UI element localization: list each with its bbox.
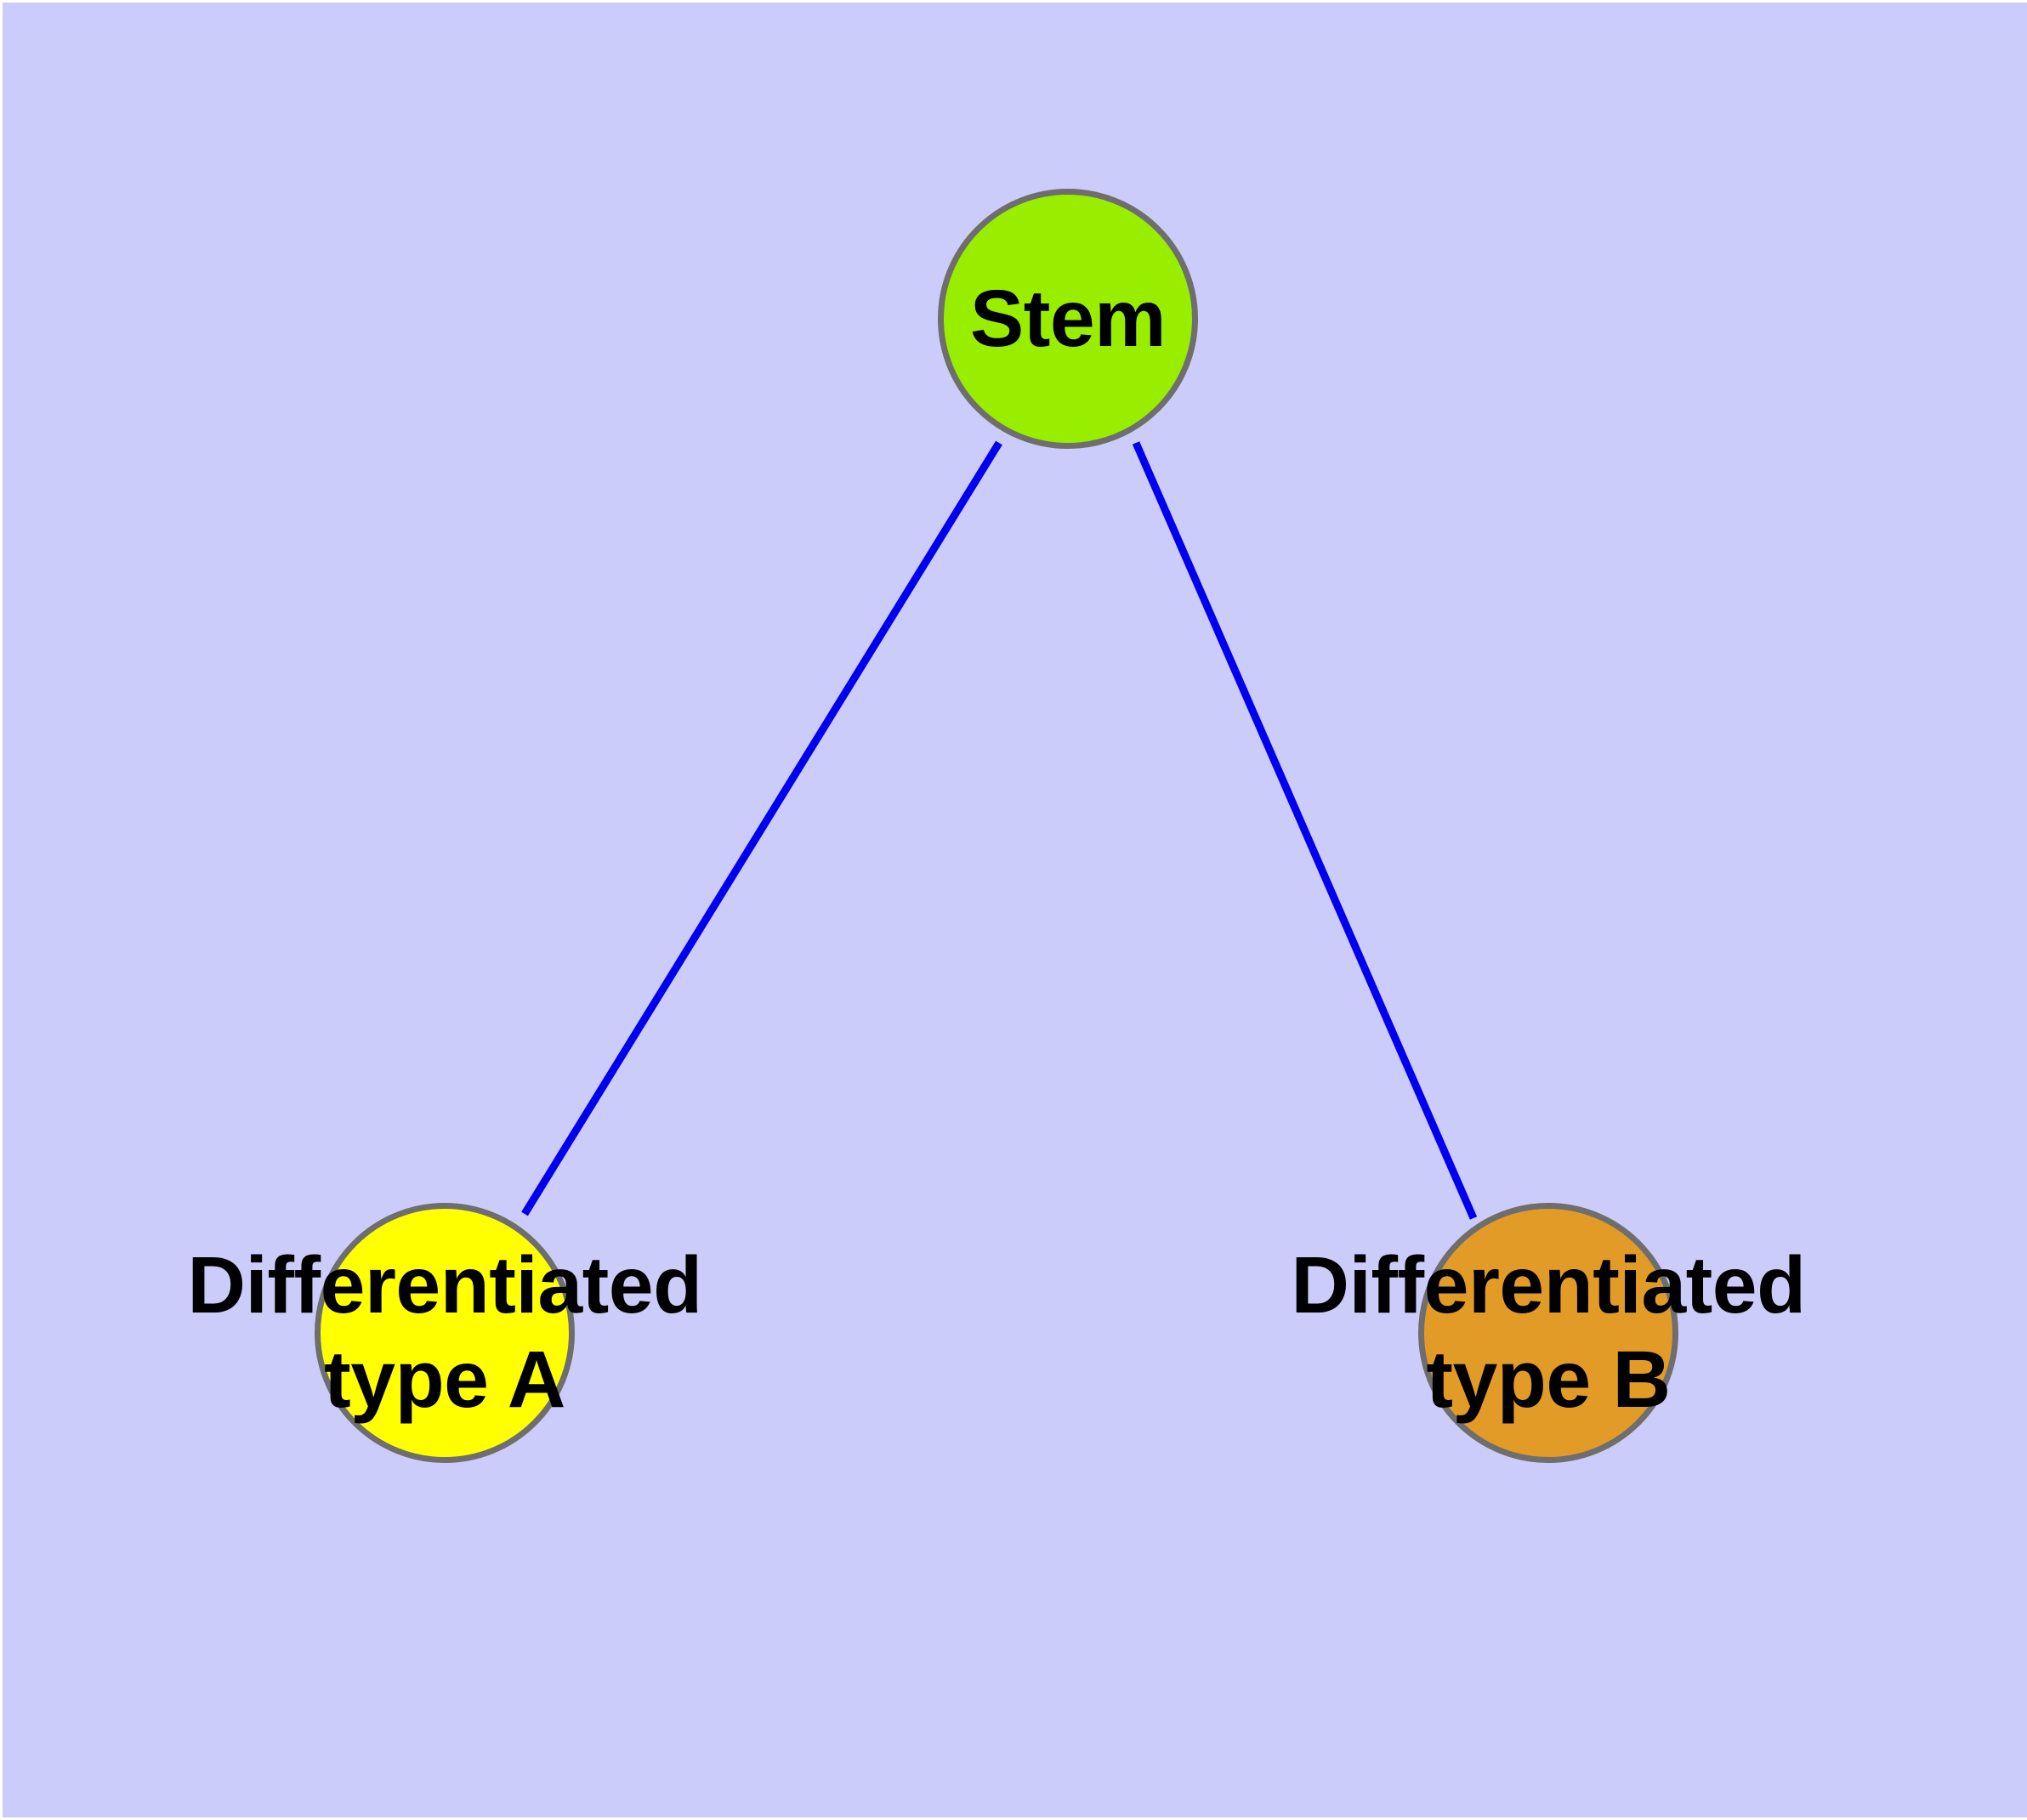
node-differentiated-type-b[interactable]: Differentiated type B [1291, 1203, 1806, 1463]
node-differentiated-type-b-circle [1418, 1203, 1678, 1463]
node-differentiated-type-a-label: Differentiated type A [187, 1240, 702, 1425]
node-differentiated-type-a[interactable]: Differentiated type A [187, 1203, 702, 1463]
node-stem-circle [938, 189, 1198, 449]
node-differentiated-type-b-label: Differentiated type B [1291, 1240, 1806, 1425]
node-stem-label: Stem [969, 273, 1167, 364]
edge-stem-to-differentiated-type-b[interactable] [1132, 441, 1478, 1220]
node-differentiated-type-a-circle [315, 1203, 575, 1463]
edge-layer [521, 440, 1478, 1220]
node-stem[interactable]: Stem [938, 189, 1198, 449]
edge-stem-to-differentiated-type-a[interactable] [521, 440, 1002, 1216]
